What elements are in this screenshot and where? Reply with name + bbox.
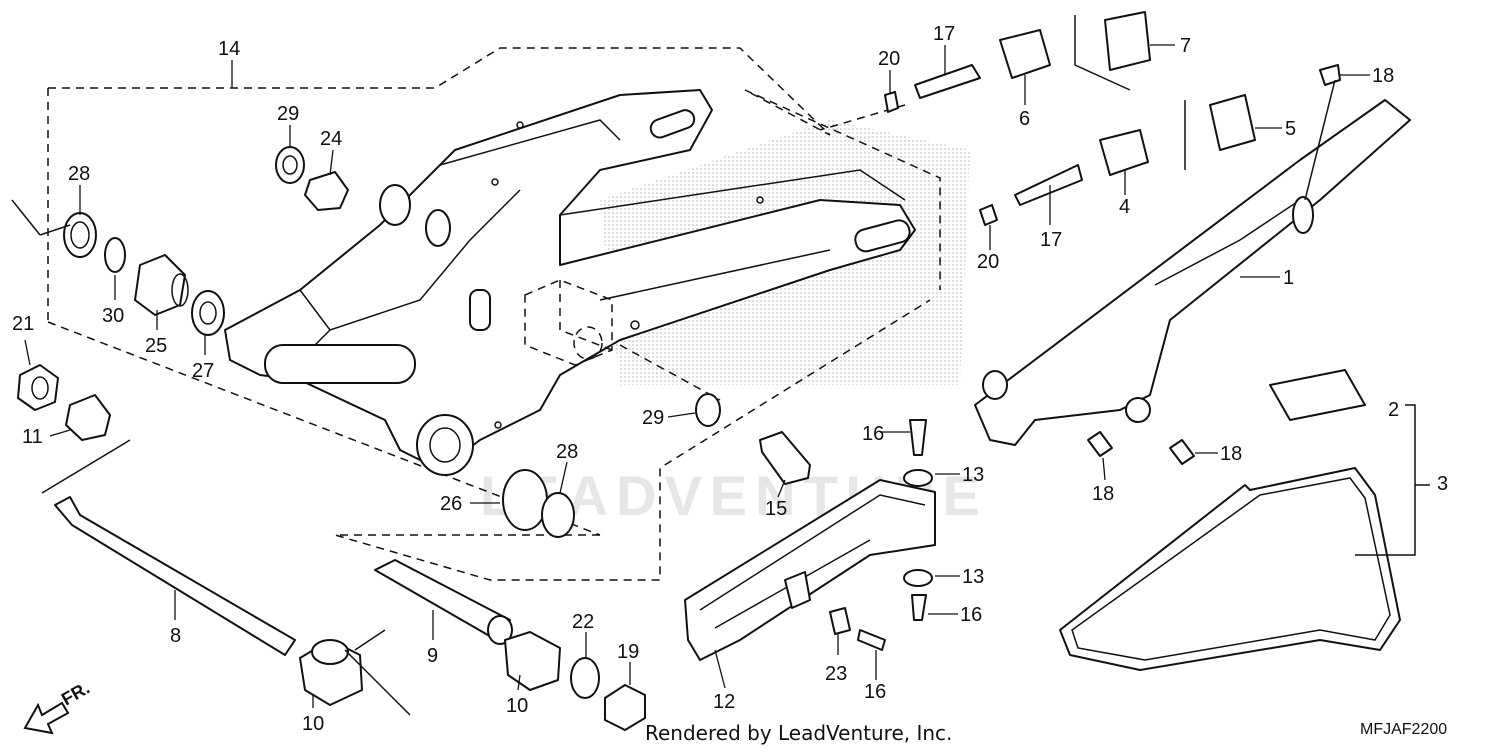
- pivot-shafts: [54, 393, 811, 731]
- callout-20[interactable]: 20: [977, 251, 999, 273]
- callout-1[interactable]: 1: [1283, 267, 1294, 289]
- callout-10[interactable]: 10: [506, 695, 528, 717]
- callout-9[interactable]: 9: [427, 645, 438, 667]
- callout-24[interactable]: 24: [320, 128, 342, 150]
- bolt-18-b: [1169, 439, 1195, 465]
- circlip-30: [104, 237, 126, 273]
- nut-20-lower: [979, 204, 998, 226]
- callout-2[interactable]: 2: [1388, 399, 1399, 421]
- front-arrow-icon: [23, 701, 70, 735]
- callout-21[interactable]: 21: [12, 313, 34, 335]
- chain-slider-12: [684, 419, 936, 661]
- pivot-collar-11: [65, 394, 111, 441]
- adjuster-plate-5: [1209, 94, 1256, 151]
- callout-25[interactable]: 25: [145, 335, 167, 357]
- collar-9: [374, 559, 511, 643]
- callout-18[interactable]: 18: [1372, 65, 1394, 87]
- callout-14[interactable]: 14: [218, 38, 240, 60]
- callout-30[interactable]: 30: [102, 305, 124, 327]
- adjusters-and-fasteners: [884, 11, 1256, 226]
- needle-bearing-25: [134, 254, 186, 316]
- callout-17[interactable]: 17: [933, 23, 955, 45]
- callout-28[interactable]: 28: [556, 441, 578, 463]
- callout-5[interactable]: 5: [1285, 118, 1296, 140]
- seal-29-lower: [695, 393, 721, 427]
- front-direction-indicator: FR.: [23, 678, 93, 735]
- nut-20-upper: [884, 91, 899, 113]
- adjuster-plate-4: [1099, 129, 1149, 176]
- dust-seal-28-lower: [541, 492, 575, 538]
- diagram-code: MFJAF2200: [1360, 721, 1447, 738]
- seal-29-upper: [275, 146, 305, 184]
- callout-4[interactable]: 4: [1119, 196, 1130, 218]
- bolt-16-bottom: [857, 629, 886, 651]
- callout-29[interactable]: 29: [277, 103, 299, 125]
- collar-10-right: [504, 631, 561, 691]
- callout-12[interactable]: 12: [713, 691, 735, 713]
- callout-23[interactable]: 23: [825, 663, 847, 685]
- callout-13[interactable]: 13: [962, 464, 984, 486]
- nut-19: [604, 684, 646, 731]
- callout-15[interactable]: 15: [765, 498, 787, 520]
- render-credit: Rendered by LeadVenture, Inc.: [645, 721, 952, 745]
- needle-bearing-26: [502, 469, 548, 531]
- pivot-bolt-8: [54, 496, 296, 656]
- callout-13[interactable]: 13: [962, 566, 984, 588]
- collar-13-upper: [903, 469, 933, 487]
- pivot-nut-21: [17, 364, 59, 411]
- callout-20[interactable]: 20: [878, 48, 900, 70]
- adjuster-plate-7: [1104, 11, 1151, 71]
- bolt-16-upper: [909, 419, 927, 456]
- callout-16[interactable]: 16: [864, 681, 886, 703]
- adjuster-plate-6: [999, 29, 1051, 79]
- callout-28[interactable]: 28: [68, 163, 90, 185]
- collar-13-lower: [903, 569, 933, 587]
- drive-chain-3: [1059, 369, 1430, 671]
- callout-29[interactable]: 29: [642, 407, 664, 429]
- callout-6[interactable]: 6: [1019, 108, 1030, 130]
- callout-18[interactable]: 18: [1220, 443, 1242, 465]
- bearing-24: [304, 171, 349, 211]
- leader-lines: [24, 44, 1370, 708]
- pivot-bearings-left: [11, 146, 349, 494]
- collar-23: [829, 607, 851, 635]
- distance-collar-15: [759, 431, 811, 485]
- callout-8[interactable]: 8: [170, 625, 181, 647]
- callout-10[interactable]: 10: [302, 713, 324, 735]
- callout-17[interactable]: 17: [1040, 229, 1062, 251]
- callout-18[interactable]: 18: [1092, 483, 1114, 505]
- callout-11[interactable]: 11: [22, 426, 43, 448]
- callout-3[interactable]: 3: [1437, 473, 1448, 495]
- dust-seal-28: [63, 212, 97, 258]
- washer-22: [570, 657, 600, 699]
- callout-19[interactable]: 19: [617, 641, 639, 663]
- callout-labels: 14 28 29 24 30 25 27 21 11 8 10 9 10 22 …: [12, 23, 1448, 735]
- callout-22[interactable]: 22: [572, 611, 594, 633]
- bolt-17-upper: [914, 64, 981, 99]
- callout-16[interactable]: 16: [862, 423, 884, 445]
- swingarm: [224, 89, 916, 476]
- bolt-18-c: [1319, 64, 1341, 86]
- ball-bearing-27: [191, 290, 225, 336]
- callout-26[interactable]: 26: [440, 493, 462, 515]
- bolt-18-a: [1087, 431, 1113, 457]
- chain-case-1: [974, 64, 1411, 465]
- callout-16[interactable]: 16: [960, 604, 982, 626]
- master-link-2: [1269, 369, 1366, 421]
- callout-7[interactable]: 7: [1180, 35, 1191, 57]
- bolt-17-lower: [1014, 164, 1083, 206]
- callout-27[interactable]: 27: [192, 360, 214, 382]
- bolt-16-lower: [911, 594, 927, 621]
